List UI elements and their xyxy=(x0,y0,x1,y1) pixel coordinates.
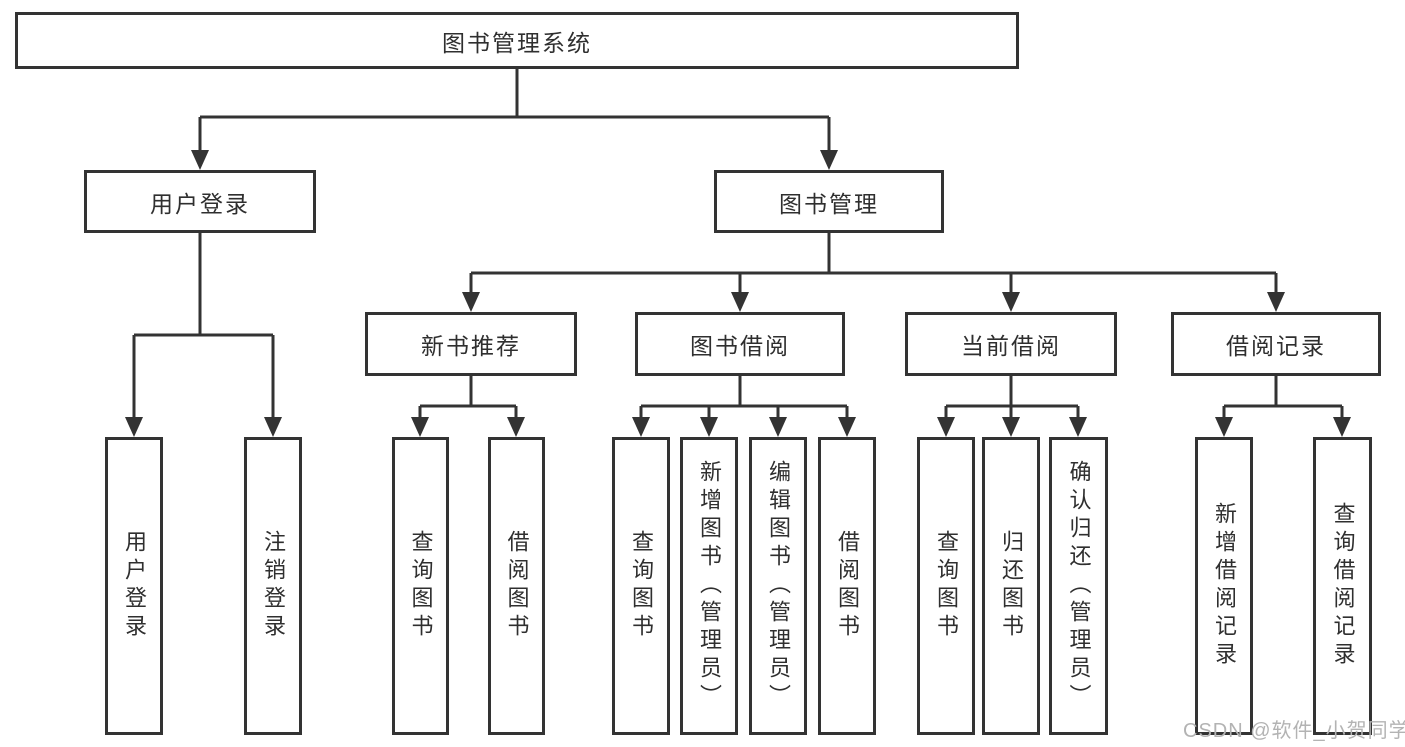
node-edit-books-admin: 编辑图书（管理员） xyxy=(749,437,807,735)
node-label: 查询借阅记录 xyxy=(1330,502,1356,670)
node-query-books-3: 查询图书 xyxy=(917,437,975,735)
node-borrow-records: 借阅记录 xyxy=(1171,312,1381,376)
node-label: 图书管理 xyxy=(779,190,879,217)
node-label: 查询图书 xyxy=(408,530,434,642)
node-query-books-1: 查询图书 xyxy=(392,437,449,735)
node-label: 确认归还（管理员） xyxy=(1066,460,1092,712)
node-label: 归还图书 xyxy=(999,530,1024,642)
node-label: 用户登录 xyxy=(122,530,147,642)
csdn-watermark: CSDN @软件_小贺同学 xyxy=(1183,720,1405,742)
node-logout: 注销登录 xyxy=(244,437,302,735)
node-label: 新增借阅记录 xyxy=(1212,502,1237,670)
node-add-borrow-record: 新增借阅记录 xyxy=(1195,437,1253,735)
node-label: 借阅图书 xyxy=(835,530,860,642)
node-label: 编辑图书（管理员） xyxy=(766,460,791,712)
node-user-login-leaf: 用户登录 xyxy=(105,437,163,735)
node-label: 注销登录 xyxy=(261,530,286,642)
node-label: 查询图书 xyxy=(629,530,654,642)
node-return-books: 归还图书 xyxy=(982,437,1040,735)
node-book-management: 图书管理 xyxy=(714,170,944,233)
node-borrow-books-2: 借阅图书 xyxy=(818,437,876,735)
node-label: 当前借阅 xyxy=(961,333,1061,359)
node-book-management-system: 图书管理系统 xyxy=(15,12,1019,69)
node-label: 图书借阅 xyxy=(690,333,790,359)
arrowheads xyxy=(125,150,1351,437)
node-query-books-2: 查询图书 xyxy=(612,437,670,735)
node-query-borrow-record: 查询借阅记录 xyxy=(1313,437,1372,735)
node-label: 借阅图书 xyxy=(504,530,530,642)
node-book-borrow: 图书借阅 xyxy=(635,312,845,376)
node-current-borrow: 当前借阅 xyxy=(905,312,1117,376)
node-confirm-return-admin: 确认归还（管理员） xyxy=(1049,437,1108,735)
node-add-books-admin: 新增图书（管理员） xyxy=(680,437,738,735)
node-label: 新增图书（管理员） xyxy=(697,460,722,712)
node-label: 新书推荐 xyxy=(421,333,521,359)
node-label: 用户登录 xyxy=(150,190,250,217)
node-label: 查询图书 xyxy=(934,530,959,642)
node-new-book-recommend: 新书推荐 xyxy=(365,312,577,376)
node-borrow-books-1: 借阅图书 xyxy=(488,437,545,735)
node-label: 图书管理系统 xyxy=(442,29,592,56)
node-label: 借阅记录 xyxy=(1226,333,1326,359)
node-user-login: 用户登录 xyxy=(84,170,316,233)
